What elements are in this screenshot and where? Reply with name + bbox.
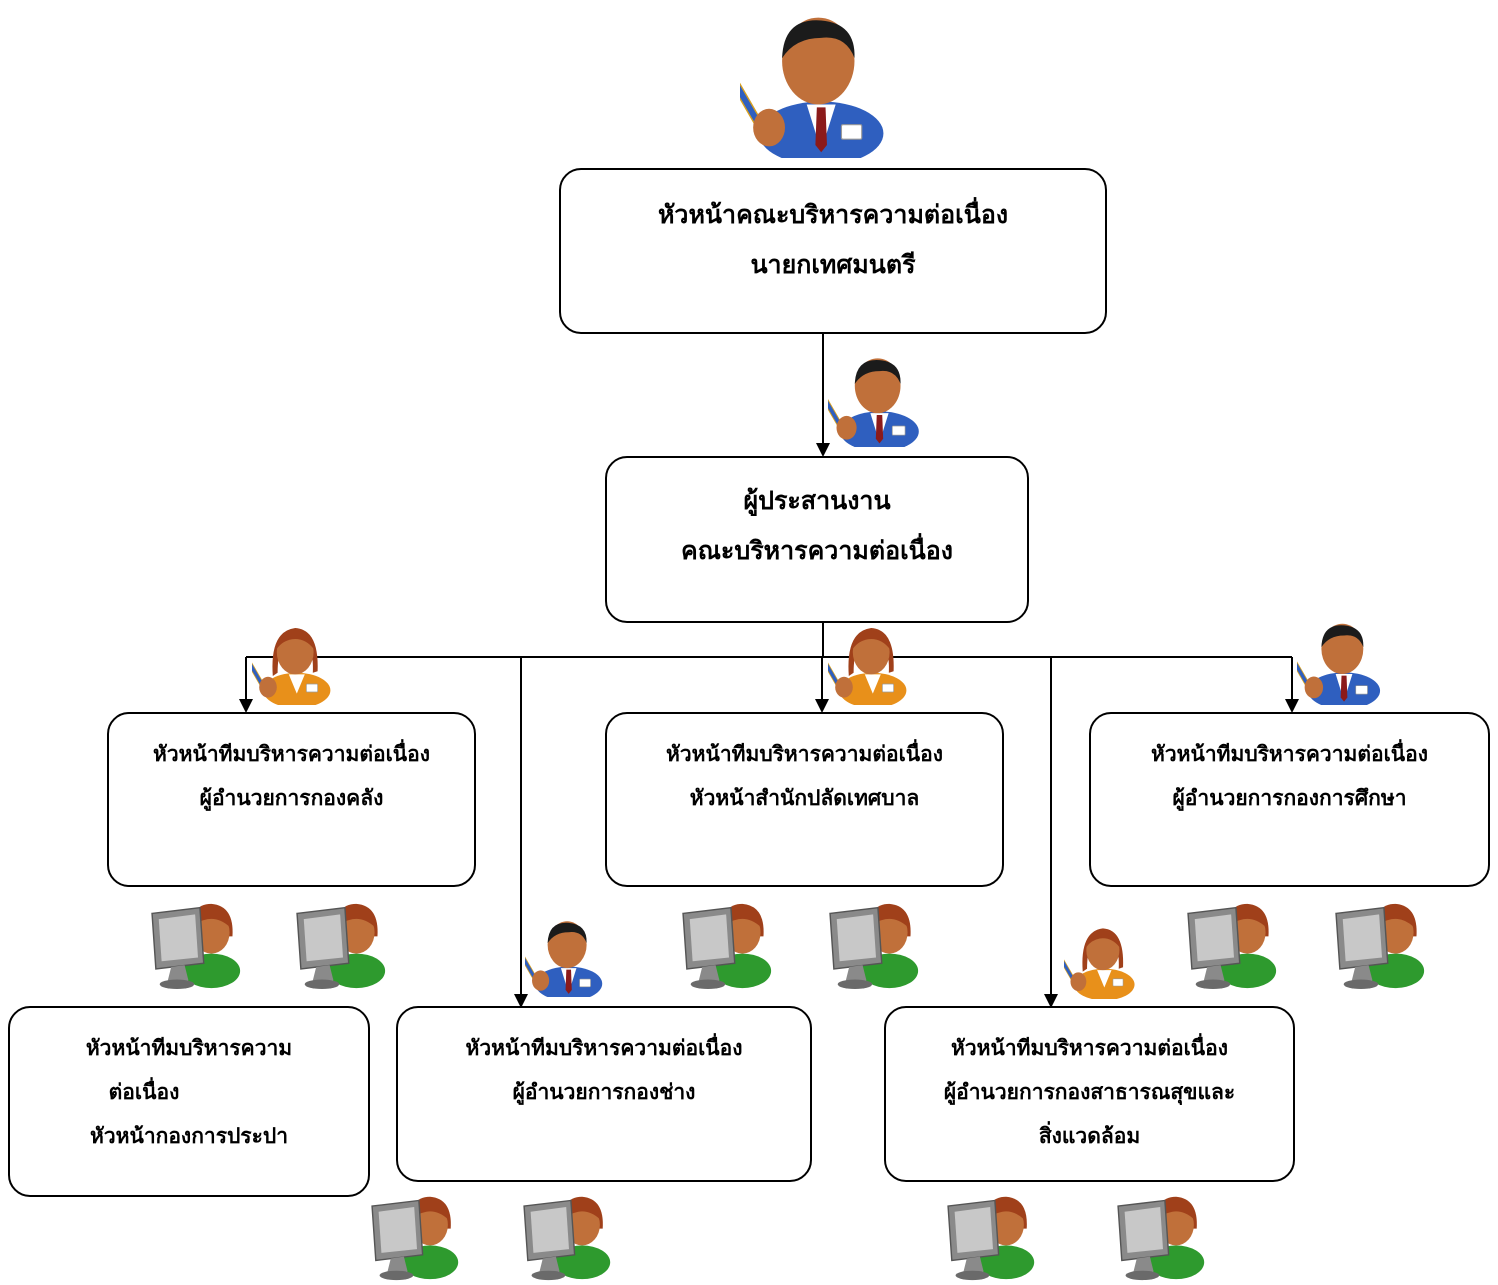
node-role: นายกเทศมนตรี: [750, 250, 916, 279]
computer-user-icon: [371, 1196, 459, 1281]
businesswoman-icon: [1064, 928, 1135, 999]
node-health: หัวหน้าทีมบริหารความต่อเนื่อง ผู้อำนวยกา…: [884, 1006, 1295, 1182]
node-engineering: หัวหน้าทีมบริหารความต่อเนื่อง ผู้อำนวยกา…: [396, 1006, 812, 1182]
businesswoman-icon: [252, 628, 331, 705]
node-education: หัวหน้าทีมบริหารความต่อเนื่อง ผู้อำนวยกา…: [1089, 712, 1490, 887]
businessman-icon: [740, 17, 884, 158]
computer-user-icon: [296, 903, 386, 990]
node-title-cont: ต่อเนื่อง: [108, 1080, 180, 1104]
node-title: หัวหน้าคณะบริหารความต่อเนื่อง: [657, 200, 1009, 229]
node-finance: หัวหน้าทีมบริหารความต่อเนื่อง ผู้อำนวยกา…: [107, 712, 476, 887]
node-title: หัวหน้าทีมบริหารความต่อเนื่อง: [153, 742, 430, 766]
node-title: หัวหน้าทีมบริหารความต่อเนื่อง: [666, 742, 943, 766]
computer-user-icon: [947, 1196, 1035, 1281]
computer-user-icon: [682, 903, 772, 990]
businessman-icon: [828, 358, 919, 447]
node-title: หัวหน้าทีมบริหารความต่อเนื่อง: [951, 1036, 1228, 1060]
computer-user-icon: [1335, 903, 1425, 990]
node-role: ผู้อำนวยการกองการศึกษา: [1172, 786, 1407, 810]
businessman-icon: [525, 921, 603, 997]
businessman-icon: [1297, 623, 1381, 705]
node-title: ผู้ประสานงาน: [743, 486, 891, 515]
computer-user-icon: [829, 903, 919, 990]
node-role: ผู้อำนวยการกองคลัง: [199, 786, 384, 810]
node-top-mayor: หัวหน้าคณะบริหารความต่อเนื่อง นายกเทศมนต…: [559, 168, 1107, 334]
node-role: หัวหน้าสำนักปลัดเทศบาล: [689, 786, 920, 810]
node-role: คณะบริหารความต่อเนื่อง: [681, 536, 953, 565]
computer-user-icon: [1117, 1196, 1205, 1281]
node-office: หัวหน้าทีมบริหารความต่อเนื่อง หัวหน้าสำน…: [605, 712, 1004, 887]
computer-user-icon: [151, 903, 241, 990]
node-coordinator: ผู้ประสานงาน คณะบริหารความต่อเนื่อง: [605, 456, 1029, 623]
node-title: หัวหน้าทีมบริหารความ: [85, 1036, 293, 1060]
businesswoman-icon: [828, 628, 907, 705]
node-title: หัวหน้าทีมบริหารความต่อเนื่อง: [465, 1036, 743, 1060]
node-title: หัวหน้าทีมบริหารความต่อเนื่อง: [1151, 742, 1428, 766]
computer-user-icon: [1187, 903, 1277, 990]
node-waterworks: หัวหน้าทีมบริหารความ ต่อเนื่อง หัวหน้ากอ…: [8, 1006, 370, 1197]
node-role: ผู้อำนวยการกองสาธารณสุขและ: [943, 1080, 1236, 1104]
node-role: หัวหน้ากองการประปา: [89, 1124, 288, 1148]
node-role: ผู้อำนวยการกองช่าง: [512, 1080, 696, 1104]
computer-user-icon: [523, 1196, 611, 1281]
node-role-cont: สิ่งแวดล้อม: [1038, 1124, 1141, 1148]
